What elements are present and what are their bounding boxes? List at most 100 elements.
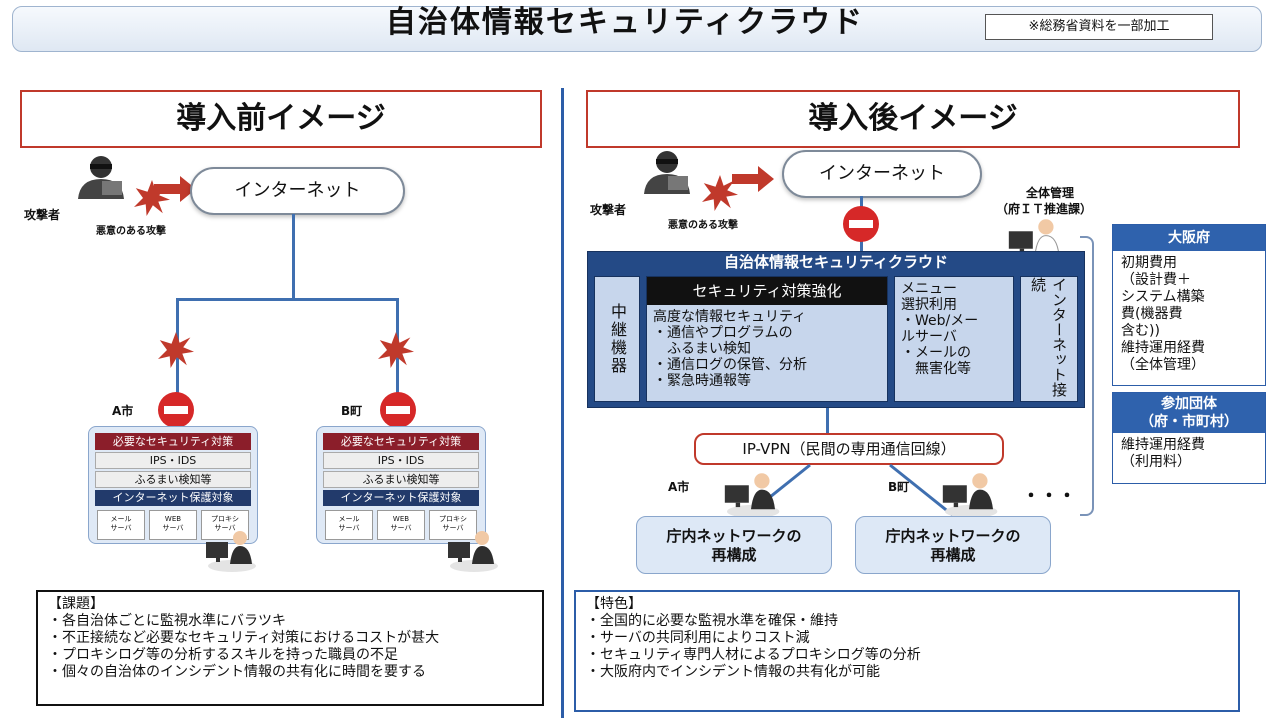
mail-server: メールサーバ <box>97 510 145 540</box>
before-section-title: 導入前イメージ <box>20 90 542 148</box>
security-row: IPS・IDS <box>95 452 251 469</box>
feature-item: ・全国的に必要な監視水準を確保・維持 <box>586 613 838 629</box>
staff-icon <box>942 473 998 518</box>
municipality-b-label: B町 <box>341 404 363 418</box>
optional-menu-pane: メニュー 選択利用 ・Web/メー ルサーバ ・メールの 無害化等 <box>894 276 1014 402</box>
municipality-a-label: A市 <box>112 404 134 418</box>
cost-item: （設計費＋ <box>1121 272 1191 288</box>
no-entry-icon <box>843 206 879 242</box>
malicious-attack-label: 悪意のある攻撃 <box>96 226 166 237</box>
mail-server: メールサーバ <box>325 510 373 540</box>
more-ellipsis: ・・・ <box>1022 486 1076 507</box>
municipality-b-box: 必要なセキュリティ対策 IPS・IDS ふるまい検知等 インターネット保護対象 … <box>316 426 486 544</box>
member-head-line: 参加団体 <box>1161 396 1217 412</box>
page-title: 自治体情報セキュリティクラウド <box>385 5 865 40</box>
after-section-title: 導入後イメージ <box>586 90 1240 148</box>
lan-label: 庁内ネットワークの <box>666 527 802 545</box>
internet-connection-pane: インターネット接続 <box>1020 276 1078 402</box>
security-item: ・通信やプログラムの <box>653 325 793 341</box>
attacker-label: 攻撃者 <box>590 203 627 217</box>
relay-device: 中継機器 <box>594 276 640 402</box>
issues-box: 【課題】 ・各自治体ごとに監視水準にバラツキ ・不正接続など必要なセキュリティ対… <box>36 590 544 706</box>
lan-label: 再構成 <box>711 546 757 564</box>
malicious-attack-label: 悪意のある攻撃 <box>668 220 738 231</box>
lan-label: 庁内ネットワークの <box>885 527 1021 545</box>
security-head: 必要なセキュリティ対策 <box>323 433 479 450</box>
attacker-icon <box>644 151 690 194</box>
issues-heading: 【課題】 <box>48 596 104 612</box>
vpn-box: IP-VPN（民間の専用通信回線） <box>694 433 1004 465</box>
cost-item: （利用料） <box>1121 454 1191 470</box>
security-row: ふるまい検知等 <box>95 471 251 488</box>
cost-item: 維持運用経費 <box>1121 437 1205 453</box>
menu-item: ・Web/メー <box>901 313 979 329</box>
cost-item: 初期費用 <box>1121 255 1177 271</box>
no-entry-icon <box>380 392 416 428</box>
attack-burst-icon <box>378 332 414 368</box>
feature-item: ・サーバの共同利用によりコスト減 <box>586 630 810 646</box>
internet-cloud: インターネット <box>782 150 982 198</box>
vpn-uplink-line <box>826 408 829 434</box>
cost-item: 維持運用経費 <box>1121 340 1205 356</box>
attacker-icon <box>78 156 124 199</box>
attack-arrow-icon <box>732 166 774 192</box>
node-a-label: A市 <box>668 480 690 494</box>
cost-item: 費(機器費 <box>1121 306 1183 322</box>
issue-item: ・個々の自治体のインシデント情報の共有化に時間を要する <box>48 664 426 680</box>
security-row: IPS・IDS <box>323 452 479 469</box>
cost-item: システム構築 <box>1121 289 1205 305</box>
menu-item: 無害化等 <box>901 361 971 377</box>
municipality-a-box: 必要なセキュリティ対策 IPS・IDS ふるまい検知等 インターネット保護対象 … <box>88 426 258 544</box>
cost-item: 含む)) <box>1121 323 1160 339</box>
attack-arrow-icon <box>154 176 196 202</box>
security-row: ふるまい検知等 <box>323 471 479 488</box>
uplink-line <box>292 214 295 300</box>
attack-burst-icon <box>702 175 738 211</box>
source-note: ※総務省資料を一部加工 <box>985 14 1213 40</box>
security-enhancement-pane: セキュリティ対策強化 高度な情報セキュリティ ・通信やプログラムの ふるまい検知… <box>646 276 888 402</box>
staff-icon <box>206 531 256 572</box>
member-body: 維持運用経費 （利用料） <box>1113 433 1265 475</box>
security-head: 必要なセキュリティ対策 <box>95 433 251 450</box>
security-enhancement-body: 高度な情報セキュリティ ・通信やプログラムの ふるまい検知 ・通信ログの保管、分… <box>647 305 887 393</box>
member-cost-panel: 参加団体 （府・市町村） 維持運用経費 （利用料） <box>1112 392 1266 484</box>
admin-label: 全体管理 <box>1025 186 1074 200</box>
proxy-server: プロキシサーバ <box>429 510 477 540</box>
issue-item: ・各自治体ごとに監視水準にバラツキ <box>48 613 286 629</box>
protected-label: インターネット保護対象 <box>95 490 251 506</box>
feature-item: ・セキュリティ専門人材によるプロキシログ等の分析 <box>586 647 921 663</box>
security-item: 高度な情報セキュリティ <box>653 309 807 325</box>
security-item: ・緊急時通報等 <box>653 373 751 389</box>
osaka-head: 大阪府 <box>1113 225 1265 251</box>
menu-item: 選択利用 <box>901 297 957 313</box>
menu-item: ルサーバ <box>901 329 957 345</box>
feature-item: ・大阪府内でインシデント情報の共有化が可能 <box>586 664 880 680</box>
menu-item: メニュー <box>901 281 957 297</box>
security-enhancement-head: セキュリティ対策強化 <box>647 277 887 305</box>
lan-label: 再構成 <box>930 546 976 564</box>
cost-item: （全体管理） <box>1121 357 1205 373</box>
admin-dept-label: （府ＩＴ推進課） <box>995 202 1092 216</box>
security-cloud-title: 自治体情報セキュリティクラウド <box>723 253 949 271</box>
scope-brace <box>1080 236 1094 516</box>
attack-burst-icon <box>158 332 194 368</box>
branch-line <box>176 298 398 301</box>
lan-rebuild-a: 庁内ネットワークの 再構成 <box>636 516 832 574</box>
node-b-label: B町 <box>888 480 910 494</box>
features-box: 【特色】 ・全国的に必要な監視水準を確保・維持 ・サーバの共同利用によりコスト減… <box>574 590 1240 712</box>
attacker-label: 攻撃者 <box>24 208 61 222</box>
internet-cloud: インターネット <box>190 167 405 215</box>
security-item: ふるまい検知 <box>653 341 751 357</box>
features-heading: 【特色】 <box>586 596 642 612</box>
osaka-body: 初期費用 （設計費＋ システム構築 費(機器費 含む)) 維持運用経費 （全体管… <box>1113 251 1265 378</box>
issue-item: ・プロキシログ等の分析するスキルを持った職員の不足 <box>48 647 398 663</box>
menu-item: ・メールの <box>901 345 971 361</box>
protected-label: インターネット保護対象 <box>323 490 479 506</box>
security-item: ・通信ログの保管、分析 <box>653 357 807 373</box>
issue-item: ・不正接続など必要なセキュリティ対策におけるコストが甚大 <box>48 630 440 646</box>
no-entry-icon <box>158 392 194 428</box>
section-divider <box>561 88 564 718</box>
osaka-cost-panel: 大阪府 初期費用 （設計費＋ システム構築 費(機器費 含む)) 維持運用経費 … <box>1112 224 1266 386</box>
